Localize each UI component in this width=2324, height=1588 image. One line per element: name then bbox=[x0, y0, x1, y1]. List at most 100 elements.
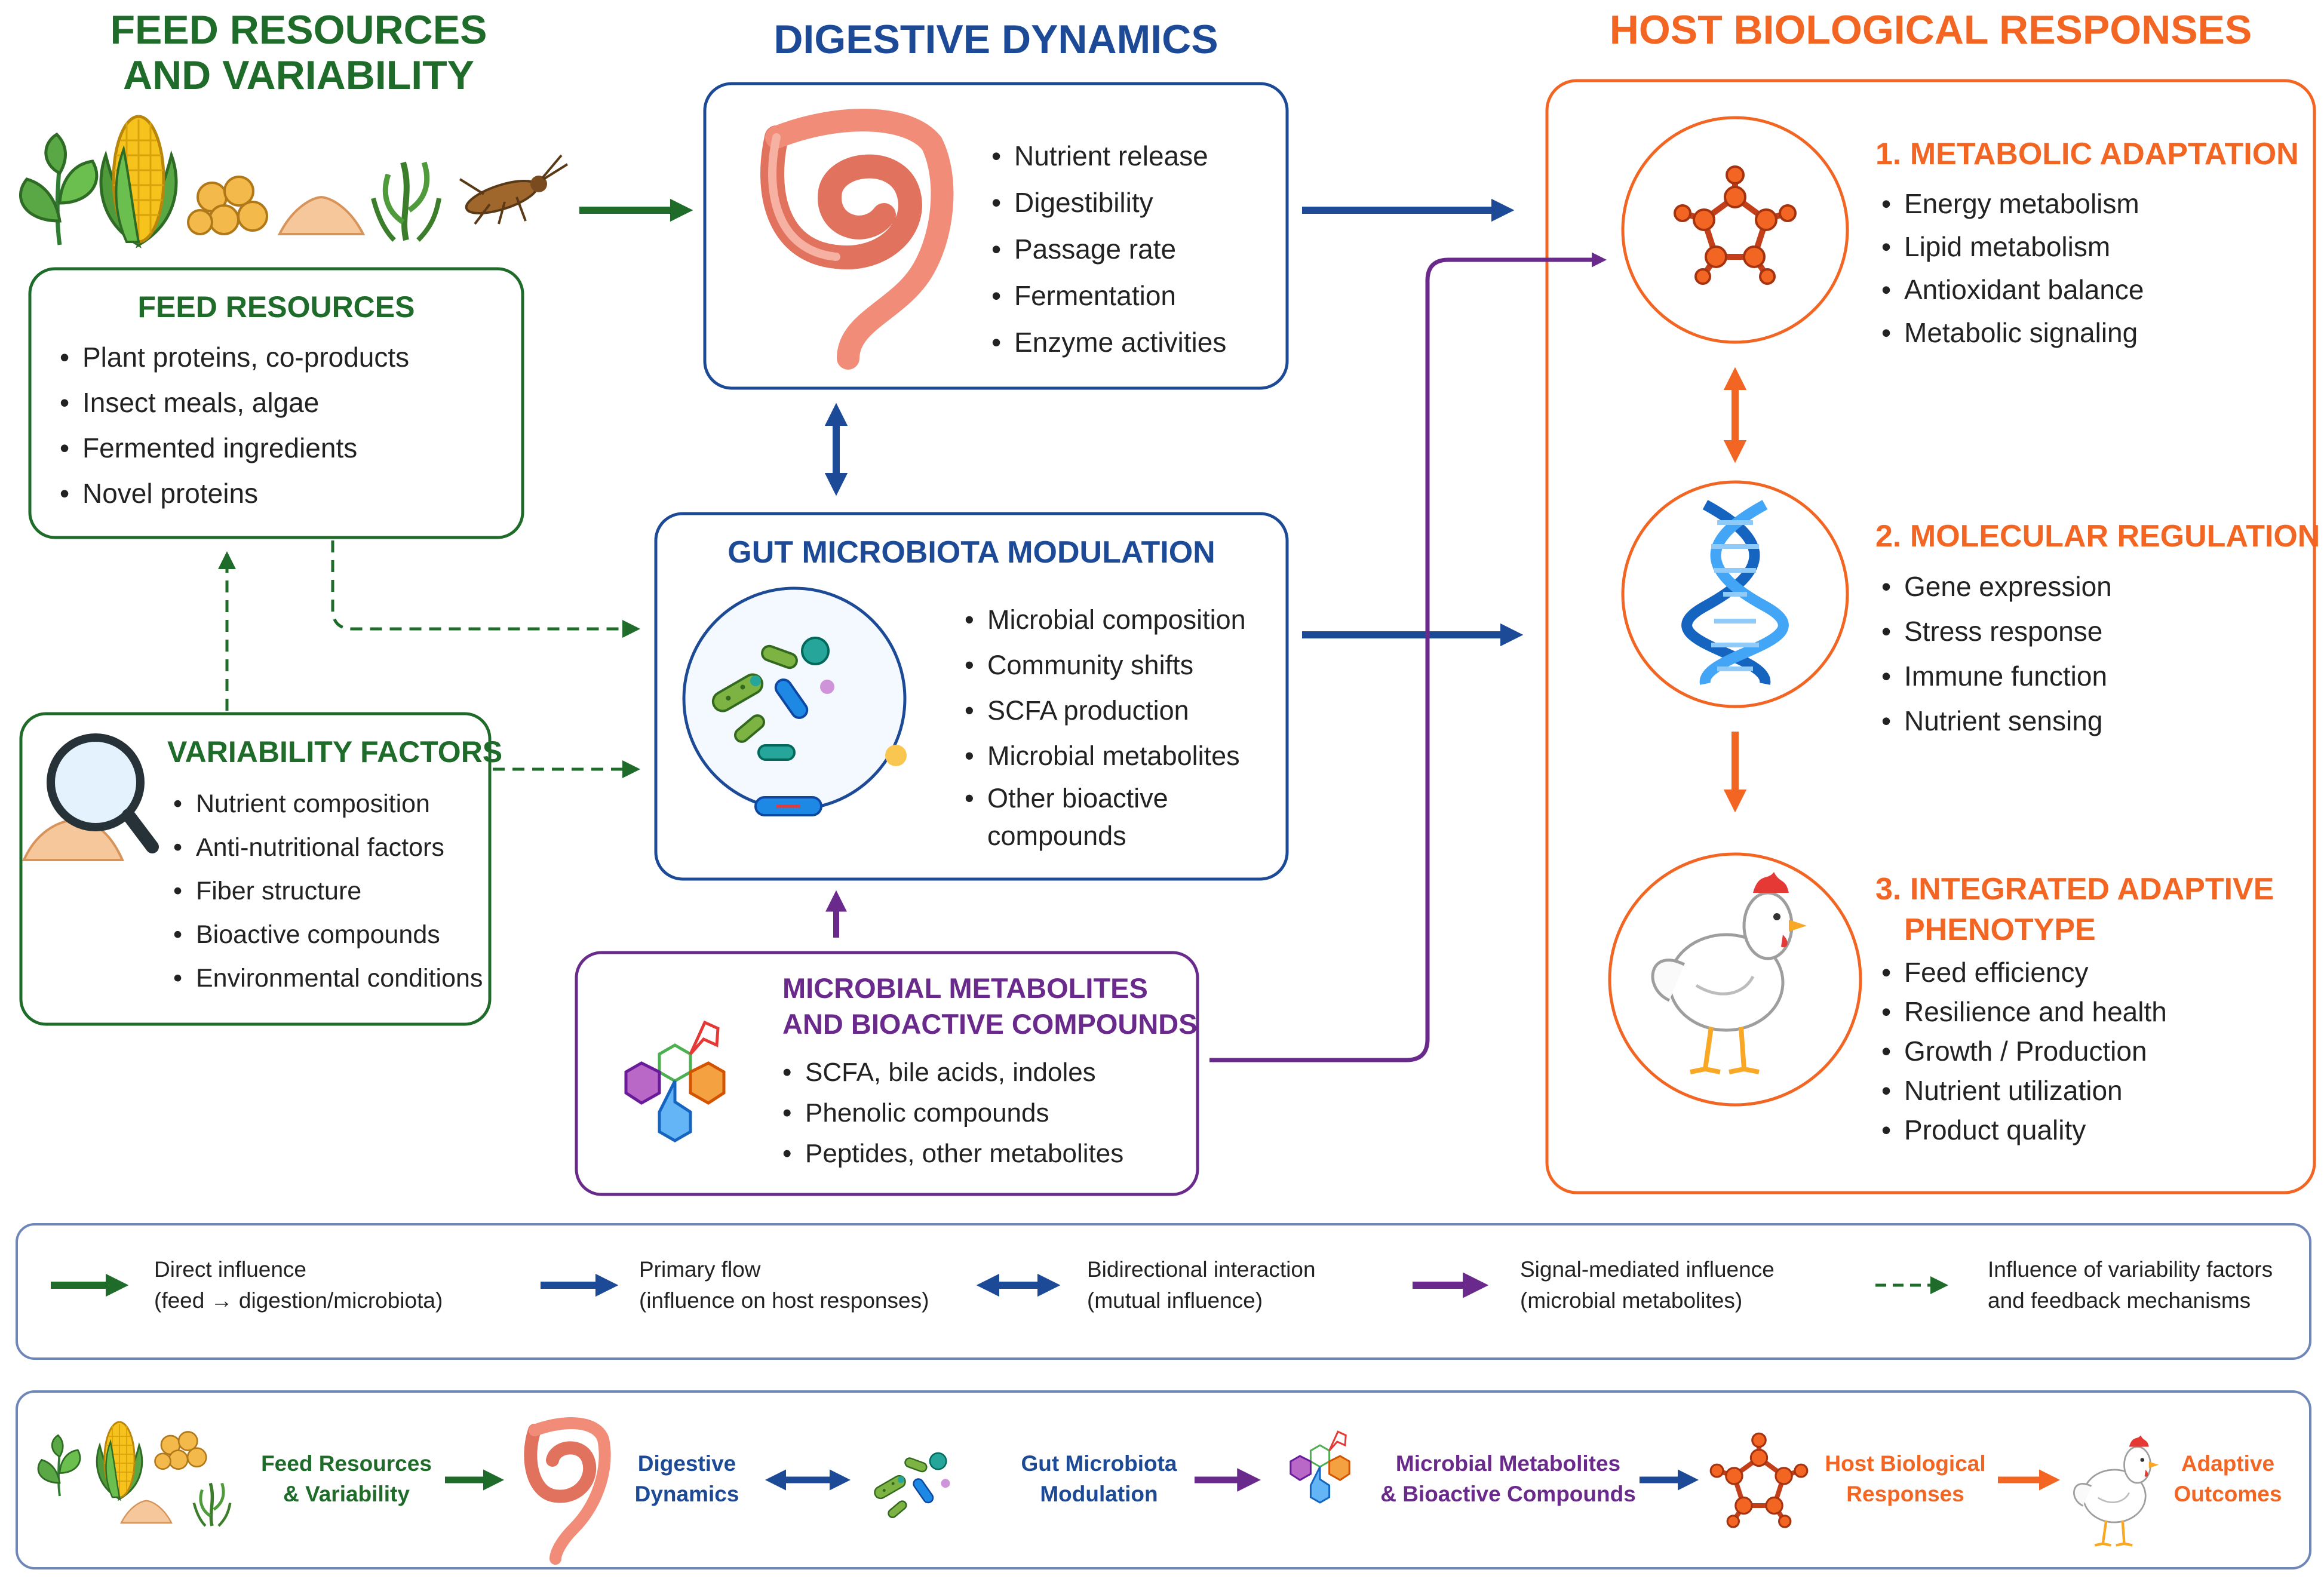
host-column-title: HOST BIOLOGICAL RESPONSES bbox=[1609, 7, 2252, 53]
variability-factors-title: VARIABILITY FACTORS bbox=[167, 735, 503, 769]
metabolic-adaptation-title: 1. METABOLIC ADAPTATION bbox=[1875, 137, 2299, 171]
list-item: Anti-nutritional factors bbox=[167, 826, 483, 870]
list-item: Passage rate bbox=[986, 226, 1226, 272]
list-item: Fermented ingredients bbox=[54, 425, 409, 471]
list-item: Phenolic compounds bbox=[776, 1093, 1123, 1134]
legend-label: Bidirectional interaction bbox=[1087, 1257, 1316, 1282]
gut-microbiota-title: GUT MICROBIOTA MODULATION bbox=[727, 535, 1215, 570]
variability-factors-list: Nutrient composition Anti-nutritional fa… bbox=[167, 782, 483, 1000]
insect-icon bbox=[459, 154, 569, 225]
list-item: SCFA, bile acids, indoles bbox=[776, 1052, 1123, 1093]
magnifier-icon bbox=[22, 733, 159, 861]
list-item: Fermentation bbox=[986, 272, 1226, 319]
legend-label: Primary flow bbox=[639, 1257, 761, 1282]
legend-bidirectional: Bidirectional interaction (mutual influe… bbox=[1087, 1254, 1316, 1316]
legend-label: Signal-mediated influence bbox=[1520, 1257, 1775, 1282]
digestive-dynamics-list: Nutrient release Digestibility Passage r… bbox=[986, 133, 1226, 365]
metabolic-adaptation-list: Energy metabolism Lipid metabolism Antio… bbox=[1875, 182, 2144, 354]
flow-label-line: Adaptive bbox=[2181, 1451, 2275, 1476]
metabolic-circle bbox=[1621, 116, 1849, 344]
list-item-continuation: compounds bbox=[987, 821, 1126, 851]
microbe-small-icon bbox=[757, 744, 796, 761]
flow-intestine-icon bbox=[524, 1417, 611, 1565]
list-item: Antioxidant balance bbox=[1875, 268, 2144, 311]
list-item: Nutrient sensing bbox=[1875, 699, 2112, 744]
list-item: Lipid metabolism bbox=[1875, 225, 2144, 268]
list-item: Product quality bbox=[1875, 1110, 2167, 1150]
list-item: Plant proteins, co-products bbox=[54, 334, 409, 380]
list-item: Novel proteins bbox=[54, 471, 409, 516]
list-item: Gene expression bbox=[1875, 564, 2112, 609]
peas-icon bbox=[187, 176, 268, 235]
molecular-regulation-list: Gene expression Stress response Immune f… bbox=[1875, 564, 2112, 744]
list-item: Bioactive compounds bbox=[167, 913, 483, 957]
legend-primary-flow: Primary flow (influence on host response… bbox=[639, 1254, 929, 1316]
phenotype-title: 3. INTEGRATED ADAPTIVE PHENOTYPE bbox=[1875, 869, 2274, 950]
metabolites-title: MICROBIAL METABOLITES AND BIOACTIVE COMP… bbox=[782, 970, 1198, 1042]
feed-icons-row bbox=[20, 116, 569, 245]
list-item: Microbial metabolites bbox=[959, 733, 1246, 779]
rod-bacterium-icon bbox=[754, 796, 822, 816]
legend-label: Influence of variability factors bbox=[1988, 1257, 2273, 1282]
flow-label-line: Dynamics bbox=[634, 1482, 739, 1507]
phenotype-title-line-2: PHENOTYPE bbox=[1904, 913, 2096, 947]
list-item: Community shifts bbox=[959, 643, 1246, 688]
list-item: Growth / Production bbox=[1875, 1031, 2167, 1071]
list-item: Nutrient composition bbox=[167, 782, 483, 826]
flow-label-line: & Variability bbox=[283, 1482, 410, 1507]
metabolites-title-line-1: MICROBIAL METABOLITES bbox=[782, 972, 1148, 1004]
legend-label: Direct influence bbox=[154, 1257, 307, 1282]
feed-column-title-line-2: AND VARIABILITY bbox=[122, 53, 475, 99]
feed-resources-title: FEED RESOURCES bbox=[137, 290, 415, 324]
corn-icon bbox=[101, 116, 176, 245]
arrow-feed-to-microbiota-dashed bbox=[331, 540, 640, 638]
list-item: Energy metabolism bbox=[1875, 182, 2144, 225]
arrow-metabolites-to-host bbox=[1209, 252, 1607, 1062]
list-item: Nutrient release bbox=[986, 133, 1226, 179]
list-item: Digestibility bbox=[986, 179, 1226, 226]
legend-sublabel: (feed → digestion/microbiota) bbox=[154, 1288, 443, 1313]
flow-label-line: Microbial Metabolites bbox=[1395, 1451, 1621, 1476]
list-item: Enzyme activities bbox=[986, 319, 1226, 365]
list-item: Feed efficiency bbox=[1875, 953, 2167, 992]
algae-icon bbox=[373, 162, 439, 240]
list-item: Stress response bbox=[1875, 609, 2112, 654]
molecular-regulation-title: 2. MOLECULAR REGULATION bbox=[1875, 519, 2320, 554]
list-item: Resilience and health bbox=[1875, 992, 2167, 1031]
list-item: Fiber structure bbox=[167, 870, 483, 913]
phenotype-list: Feed efficiency Resilience and health Gr… bbox=[1875, 953, 2167, 1150]
flow-outcomes-label: Adaptive Outcomes bbox=[2162, 1448, 2294, 1509]
legend-direct-influence: Direct influence (feed → digestion/micro… bbox=[154, 1254, 443, 1316]
list-item: Other bioactive bbox=[959, 779, 1246, 818]
flow-label-line: Feed Resources bbox=[261, 1451, 432, 1476]
digestive-column-title: DIGESTIVE DYNAMICS bbox=[773, 17, 1218, 62]
flow-label-line: Gut Microbiota bbox=[1021, 1451, 1177, 1476]
feed-column-title-line-1: FEED RESOURCES bbox=[110, 7, 487, 53]
legend-sublabel: (microbial metabolites) bbox=[1520, 1288, 1743, 1313]
flow-feed-label: Feed Resources & Variability bbox=[251, 1448, 442, 1509]
phenotype-title-line-1: 3. INTEGRATED ADAPTIVE bbox=[1875, 872, 2274, 907]
legend-sublabel: and feedback mechanisms bbox=[1988, 1288, 2251, 1313]
intestine-icon bbox=[760, 109, 954, 370]
legend-sublabel: (mutual influence) bbox=[1087, 1288, 1263, 1313]
list-item: Immune function bbox=[1875, 654, 2112, 699]
legend-variability-feedback: Influence of variability factors and fee… bbox=[1988, 1254, 2273, 1316]
metabolites-title-line-2: AND BIOACTIVE COMPOUNDS bbox=[782, 1008, 1198, 1040]
flow-metabolites-label: Microbial Metabolites & Bioactive Compou… bbox=[1380, 1448, 1637, 1509]
feed-column-title: FEED RESOURCES AND VARIABILITY bbox=[42, 7, 555, 98]
flow-digestive-label: Digestive Dynamics bbox=[609, 1448, 765, 1509]
list-item: Microbial composition bbox=[959, 597, 1246, 643]
flow-label-line: Outcomes bbox=[2173, 1482, 2282, 1507]
gut-microbiota-list: Microbial composition Community shifts S… bbox=[959, 597, 1246, 854]
flow-label-line: Modulation bbox=[1040, 1482, 1158, 1507]
flow-host-label: Host Biological Responses bbox=[1816, 1448, 1995, 1509]
list-item: SCFA production bbox=[959, 688, 1246, 733]
spore-icon bbox=[885, 745, 907, 766]
list-item: Insect meals, algae bbox=[54, 380, 409, 425]
metabolites-list: SCFA, bile acids, indoles Phenolic compo… bbox=[776, 1052, 1123, 1174]
flow-label-line: Responses bbox=[1846, 1482, 1964, 1507]
legend-sublabel: (influence on host responses) bbox=[639, 1288, 929, 1313]
meal-powder-icon bbox=[278, 196, 364, 235]
list-item: Nutrient utilization bbox=[1875, 1071, 2167, 1110]
flow-microbiota-label: Gut Microbiota Modulation bbox=[1009, 1448, 1189, 1509]
